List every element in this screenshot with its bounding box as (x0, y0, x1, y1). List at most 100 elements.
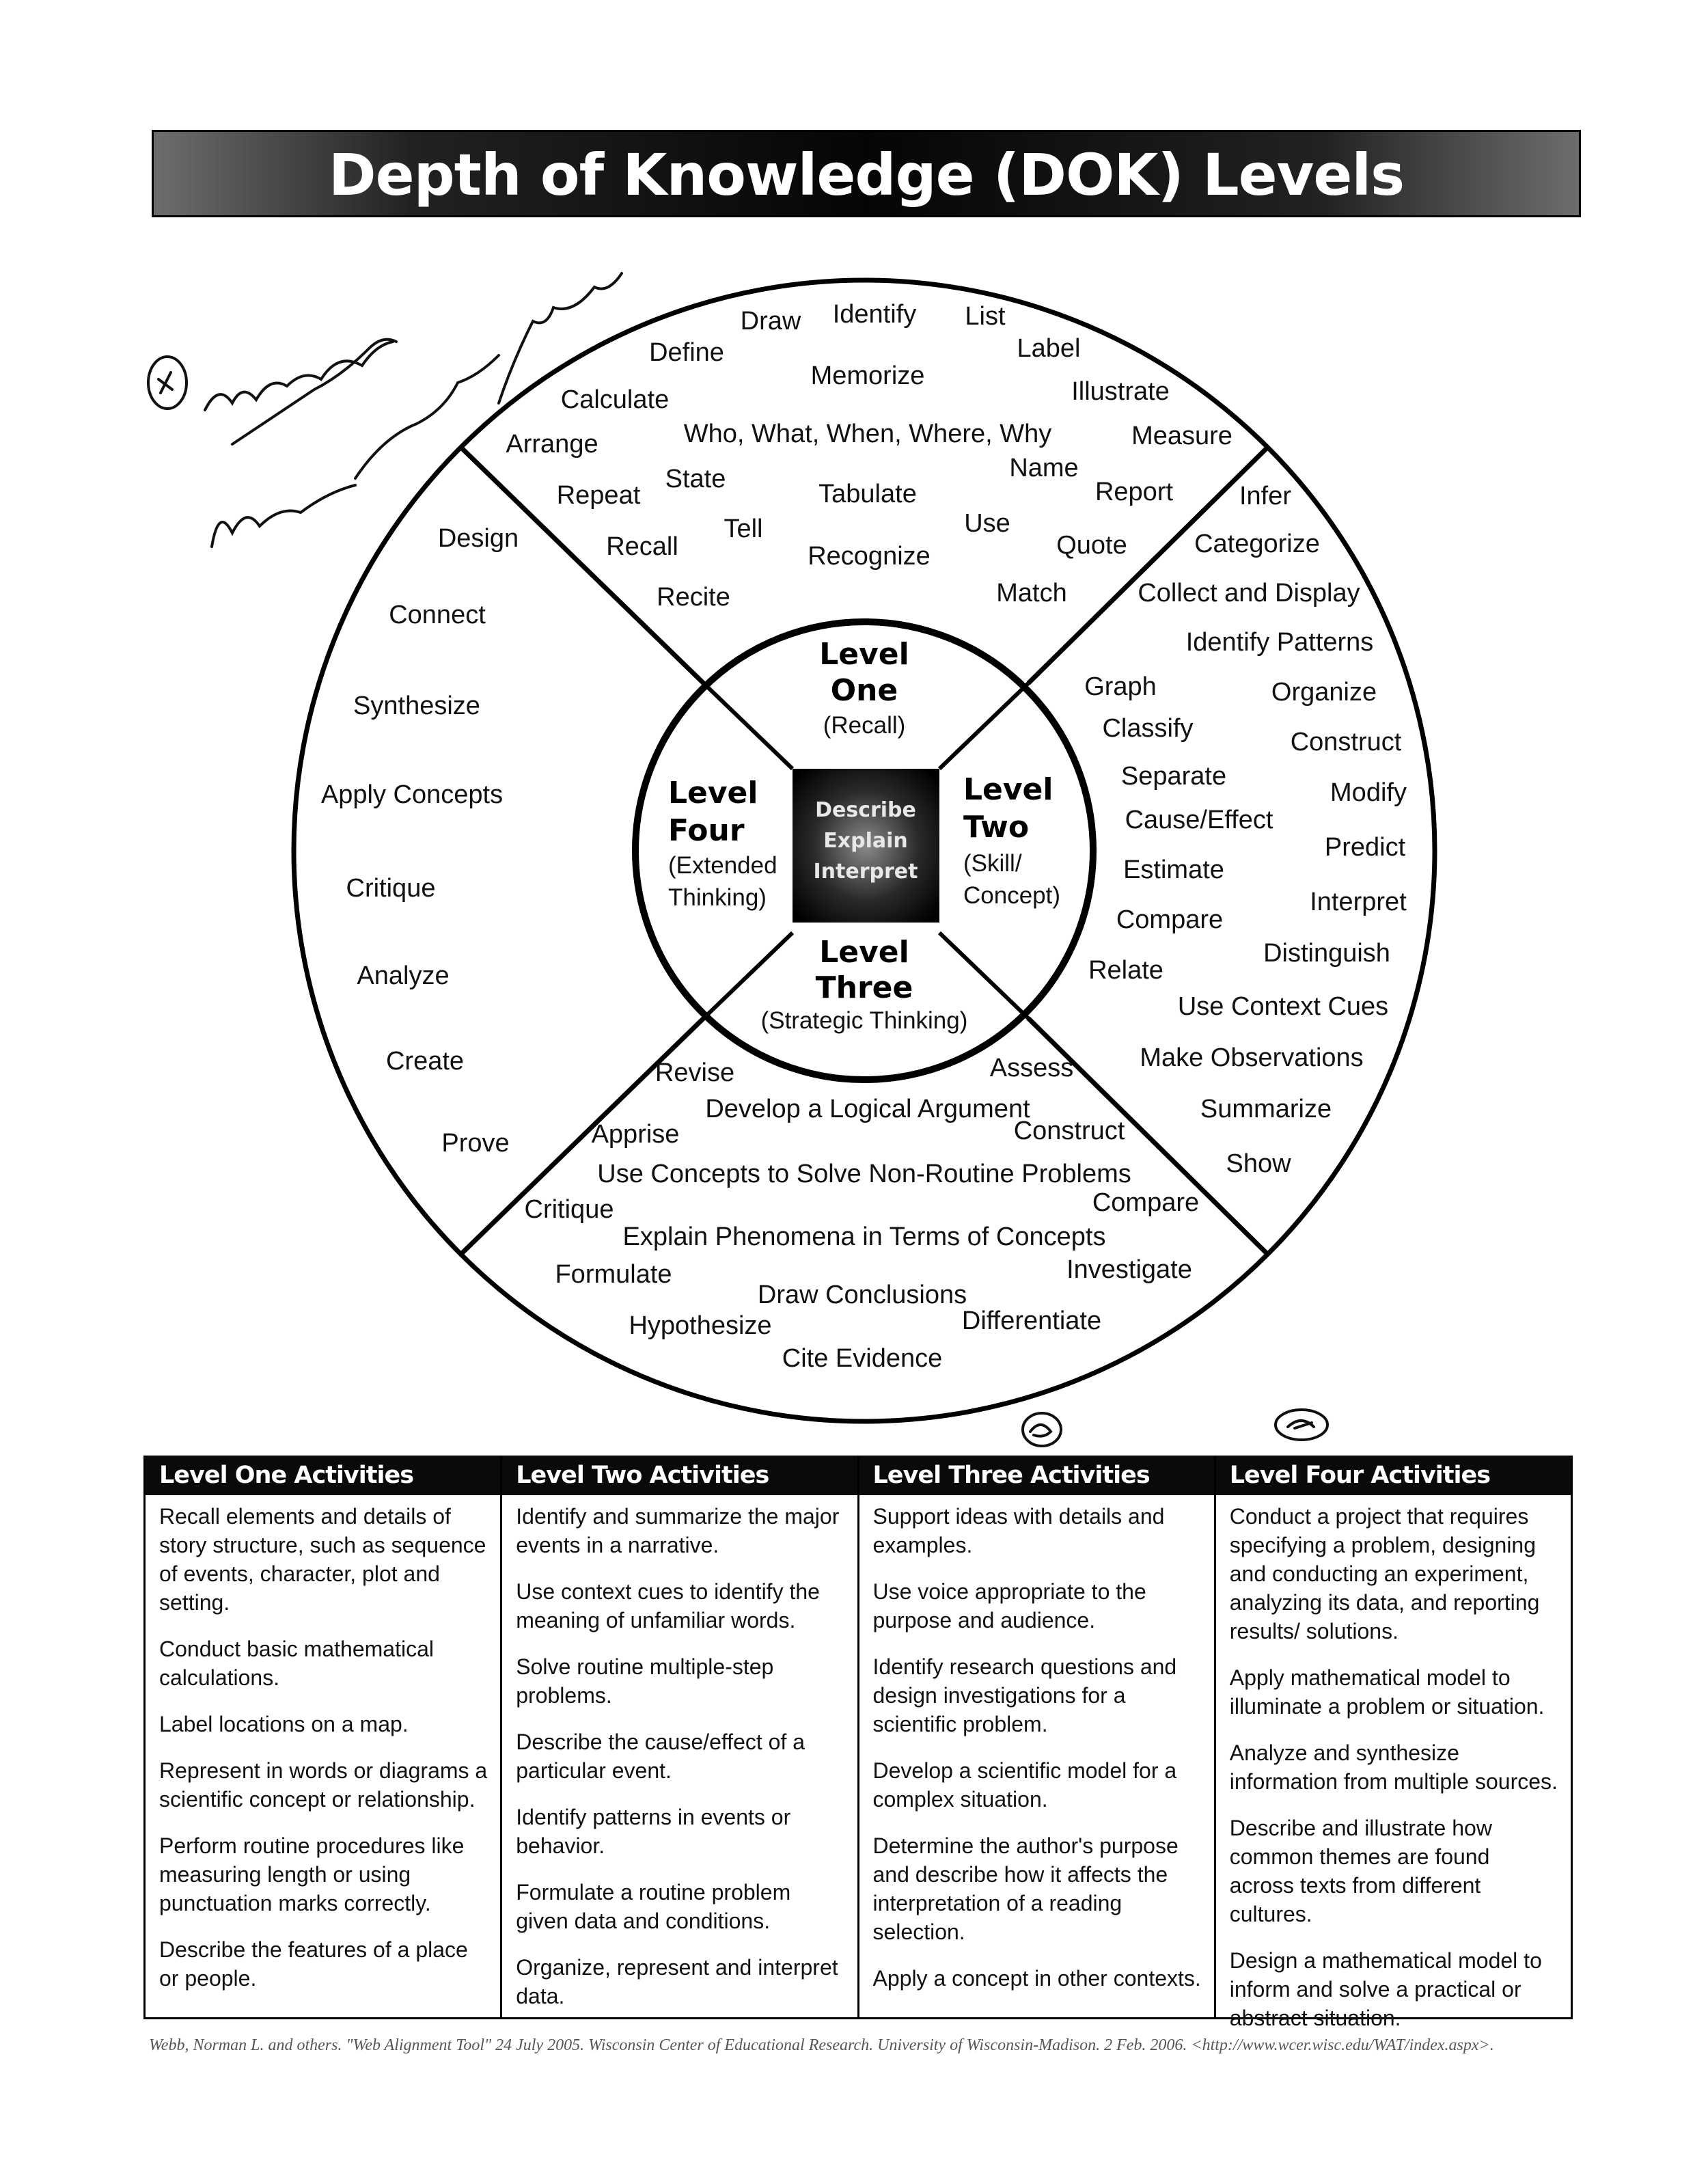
handwritten-mark (1029, 1423, 1053, 1438)
inner-divider-ne (937, 681, 1030, 771)
activity-item: Conduct a project that requires specifyi… (1229, 1504, 1540, 1643)
wheel-word: Repeat (557, 481, 641, 510)
wheel-word: Measure (1131, 422, 1232, 450)
wheel-word: Relate (1088, 956, 1163, 985)
wheel-word: Identify (833, 300, 917, 329)
column-heading: Level Three Activities (859, 1456, 1214, 1495)
activity-item: Identify and summarize the major events … (516, 1504, 840, 1557)
wheel-word: Collect and Display (1138, 579, 1360, 607)
activity-item: Solve routine multiple-step problems. (516, 1654, 774, 1708)
wheel-word: Connect (389, 601, 486, 629)
activity-item: Determine the author's purpose and descr… (872, 1833, 1179, 1944)
wheel-word: Explain Phenomena in Terms of Concepts (623, 1223, 1106, 1251)
wheel-word: Match (996, 579, 1066, 607)
activity-item: Describe the features of a place or peop… (159, 1937, 468, 1991)
level-three-num: Three (816, 970, 913, 1005)
wheel-word: Construct (1014, 1117, 1125, 1145)
wheel-word: Identify Patterns (1186, 628, 1374, 657)
wheel-word: Differentiate (962, 1307, 1101, 1335)
wheel-word: Recite (657, 583, 730, 612)
wheel-word: Tell (724, 515, 762, 543)
wheel-word: Classify (1102, 714, 1193, 743)
page-title: Depth of Knowledge (DOK) Levels (328, 141, 1405, 208)
wheel-word: Critique (346, 874, 436, 903)
handwritten-circle-mark (1274, 1408, 1329, 1441)
wheel-word: Infer (1239, 482, 1291, 510)
activity-item: Organize, represent and interpret data. (516, 1955, 838, 2008)
wheel-word: Create (386, 1047, 464, 1076)
wheel-word: Categorize (1194, 530, 1320, 558)
activity-item: Represent in words or diagrams a scienti… (159, 1758, 488, 1812)
wheel-word: Construct (1291, 728, 1402, 756)
wheel-word: Synthesize (353, 692, 480, 720)
handwritten-scrawl-3 (210, 484, 357, 548)
divider-nw (459, 446, 706, 685)
wheel-word: Cite Evidence (782, 1344, 942, 1373)
wheel-word: Use Concepts to Solve Non-Routine Proble… (597, 1160, 1131, 1188)
wheel-word: Cause/Effect (1125, 806, 1273, 834)
wheel-word: Separate (1121, 762, 1226, 791)
wheel-word: Draw (741, 307, 801, 336)
wheel-word: Arrange (506, 430, 598, 459)
activity-item: Perform routine procedures like measurin… (159, 1833, 465, 1915)
wheel-word: Summarize (1200, 1095, 1332, 1123)
column-heading: Level Four Activities (1215, 1456, 1571, 1495)
wheel-word: Apprise (592, 1120, 680, 1149)
wheel-word: Use Context Cues (1178, 992, 1388, 1021)
center-explain: Explain (823, 829, 908, 853)
handwritten-scrawl-1 (204, 340, 394, 411)
handwritten-circle-mark (1021, 1412, 1062, 1447)
activities-table: Level One Activities Recall elements and… (143, 1456, 1573, 2030)
wheel-word: Formulate (555, 1260, 672, 1289)
wheel-word: Report (1095, 478, 1173, 506)
wheel-word: Hypothesize (629, 1311, 771, 1340)
level-two-sub2: Concept) (963, 882, 1060, 909)
wheel-word: Tabulate (818, 480, 917, 508)
title-banner: Depth of Knowledge (DOK) Levels (152, 130, 1581, 217)
divider-sw (459, 1016, 706, 1256)
level-two-sub1: (Skill/ (963, 850, 1022, 877)
column-heading: Level Two Activities (502, 1456, 857, 1495)
activity-item: Apply mathematical model to illuminate a… (1229, 1665, 1545, 1719)
wheel-word: Develop a Logical Argument (705, 1095, 1030, 1123)
handwritten-scrawl-2 (231, 338, 398, 446)
level-one-sub: (Recall) (823, 712, 906, 739)
wheel-word: Investigate (1066, 1255, 1192, 1284)
wheel-word: Revise (655, 1059, 734, 1087)
level-four-num: Four (668, 813, 745, 848)
handwritten-annotation (147, 272, 1329, 1447)
wheel-word: Distinguish (1263, 939, 1390, 968)
level-one-word: Level (819, 637, 909, 672)
divider-se (1026, 1016, 1269, 1256)
activity-item: Conduct basic mathematical calculations. (159, 1637, 434, 1690)
level-four-sub1: (Extended (668, 852, 777, 879)
center-box (793, 769, 939, 923)
level-two-word: Level (963, 772, 1053, 807)
center-interpret: Interpret (814, 860, 918, 884)
wheel-word: Prove (441, 1129, 509, 1158)
center-describe: Describe (815, 798, 916, 822)
activity-item: Describe the cause/effect of a particula… (516, 1730, 805, 1783)
level-one-activities: Level One Activities Recall elements and… (146, 1456, 501, 2017)
wheel-word: Compare (1116, 905, 1223, 934)
level-three-word: Level (819, 935, 909, 970)
handwritten-scrawl-5 (497, 272, 623, 405)
wheel-word: Graph (1084, 672, 1157, 701)
wheel-word: Estimate (1123, 856, 1224, 884)
wheel-word: Quote (1056, 531, 1127, 560)
inner-divider-nw (702, 681, 795, 771)
activity-item: Apply a concept in other contexts. (872, 1966, 1201, 1991)
handwritten-scrawl-4 (354, 354, 500, 480)
activity-item: Identify patterns in events or behavior. (516, 1805, 791, 1858)
wheel-word: Recognize (808, 542, 931, 571)
activity-item: Use context cues to identify the meaning… (516, 1579, 820, 1633)
wheel-word: Define (649, 338, 724, 367)
activity-item: Use voice appropriate to the purpose and… (872, 1579, 1146, 1633)
wheel-word: Draw Conclusions (758, 1281, 967, 1309)
wheel-word: Memorize (811, 361, 925, 390)
wheel-word: Modify (1330, 778, 1407, 807)
handwritten-star-mark (157, 371, 174, 394)
wheel-word: Assess (990, 1054, 1073, 1082)
wheel-word: Calculate (561, 385, 669, 414)
wheel-word: Illustrate (1071, 377, 1170, 406)
